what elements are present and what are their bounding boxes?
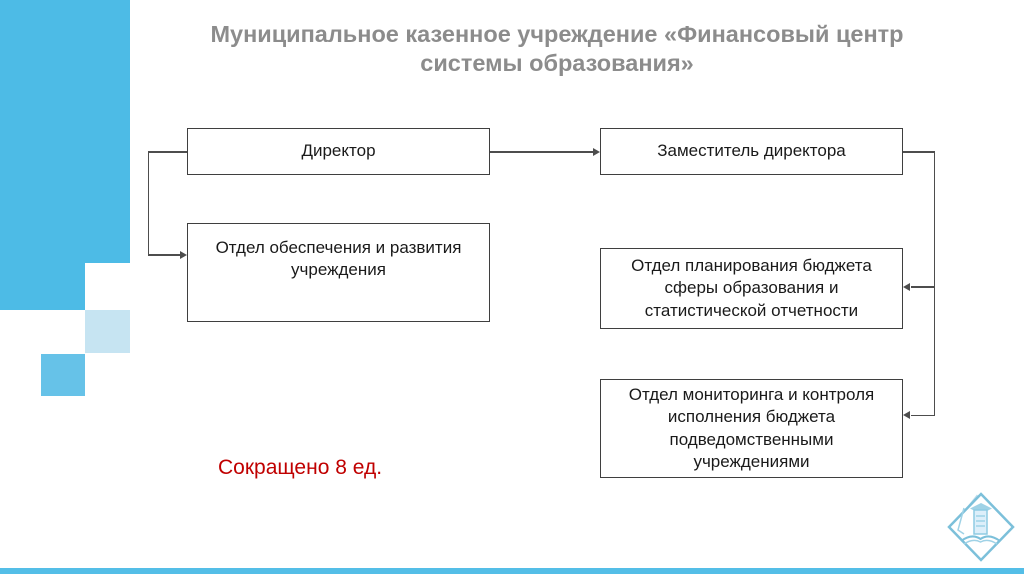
reduction-note: Сокращено 8 ед. <box>218 456 383 479</box>
bottom-accent-bar <box>0 568 1024 574</box>
connector-director-left-h <box>148 151 187 153</box>
decoration-rect-large-step <box>0 263 85 310</box>
arrow-head-into-support <box>180 250 187 259</box>
decoration-rect-large <box>0 0 130 263</box>
org-box-dept-support-label: Отдел обеспечения и развития учреждения <box>215 238 462 280</box>
org-box-dept-planning-label: Отдел планирования бюджета сферы образов… <box>631 256 872 320</box>
org-box-dept-monitoring-label: Отдел мониторинга и контроля исполнения … <box>628 385 875 471</box>
connector-into-planning-h <box>911 286 935 288</box>
connector-deputy-right-h <box>903 151 935 153</box>
org-box-dept-monitoring-control: Отдел мониторинга и контроля исполнения … <box>600 379 903 478</box>
org-box-deputy-director: Заместитель директора <box>600 128 903 175</box>
org-box-deputy-director-label: Заместитель директора <box>657 141 846 161</box>
slide-title: Муниципальное казенное учреждение «Финан… <box>210 21 904 76</box>
connector-into-monitoring-h <box>911 414 935 416</box>
decoration-square-mid <box>41 354 85 396</box>
org-box-director-label: Директор <box>301 141 376 161</box>
org-box-dept-support-development: Отдел обеспечения и развития учреждения <box>187 223 490 322</box>
connector-deputy-right-v <box>933 151 935 416</box>
org-box-dept-budget-planning: Отдел планирования бюджета сферы образов… <box>600 248 903 329</box>
connector-director-deputy <box>490 151 593 153</box>
arrow-head-into-monitoring <box>903 411 910 419</box>
logo-diamond-icon <box>947 492 1015 562</box>
org-box-director: Директор <box>187 128 490 175</box>
education-emblem-logo <box>944 490 1018 564</box>
arrow-head-into-deputy <box>593 147 600 156</box>
decoration-square-light <box>85 310 130 353</box>
connector-director-left-v <box>147 151 149 255</box>
arrow-head-into-planning <box>903 282 910 291</box>
connector-into-support-h <box>148 254 180 256</box>
